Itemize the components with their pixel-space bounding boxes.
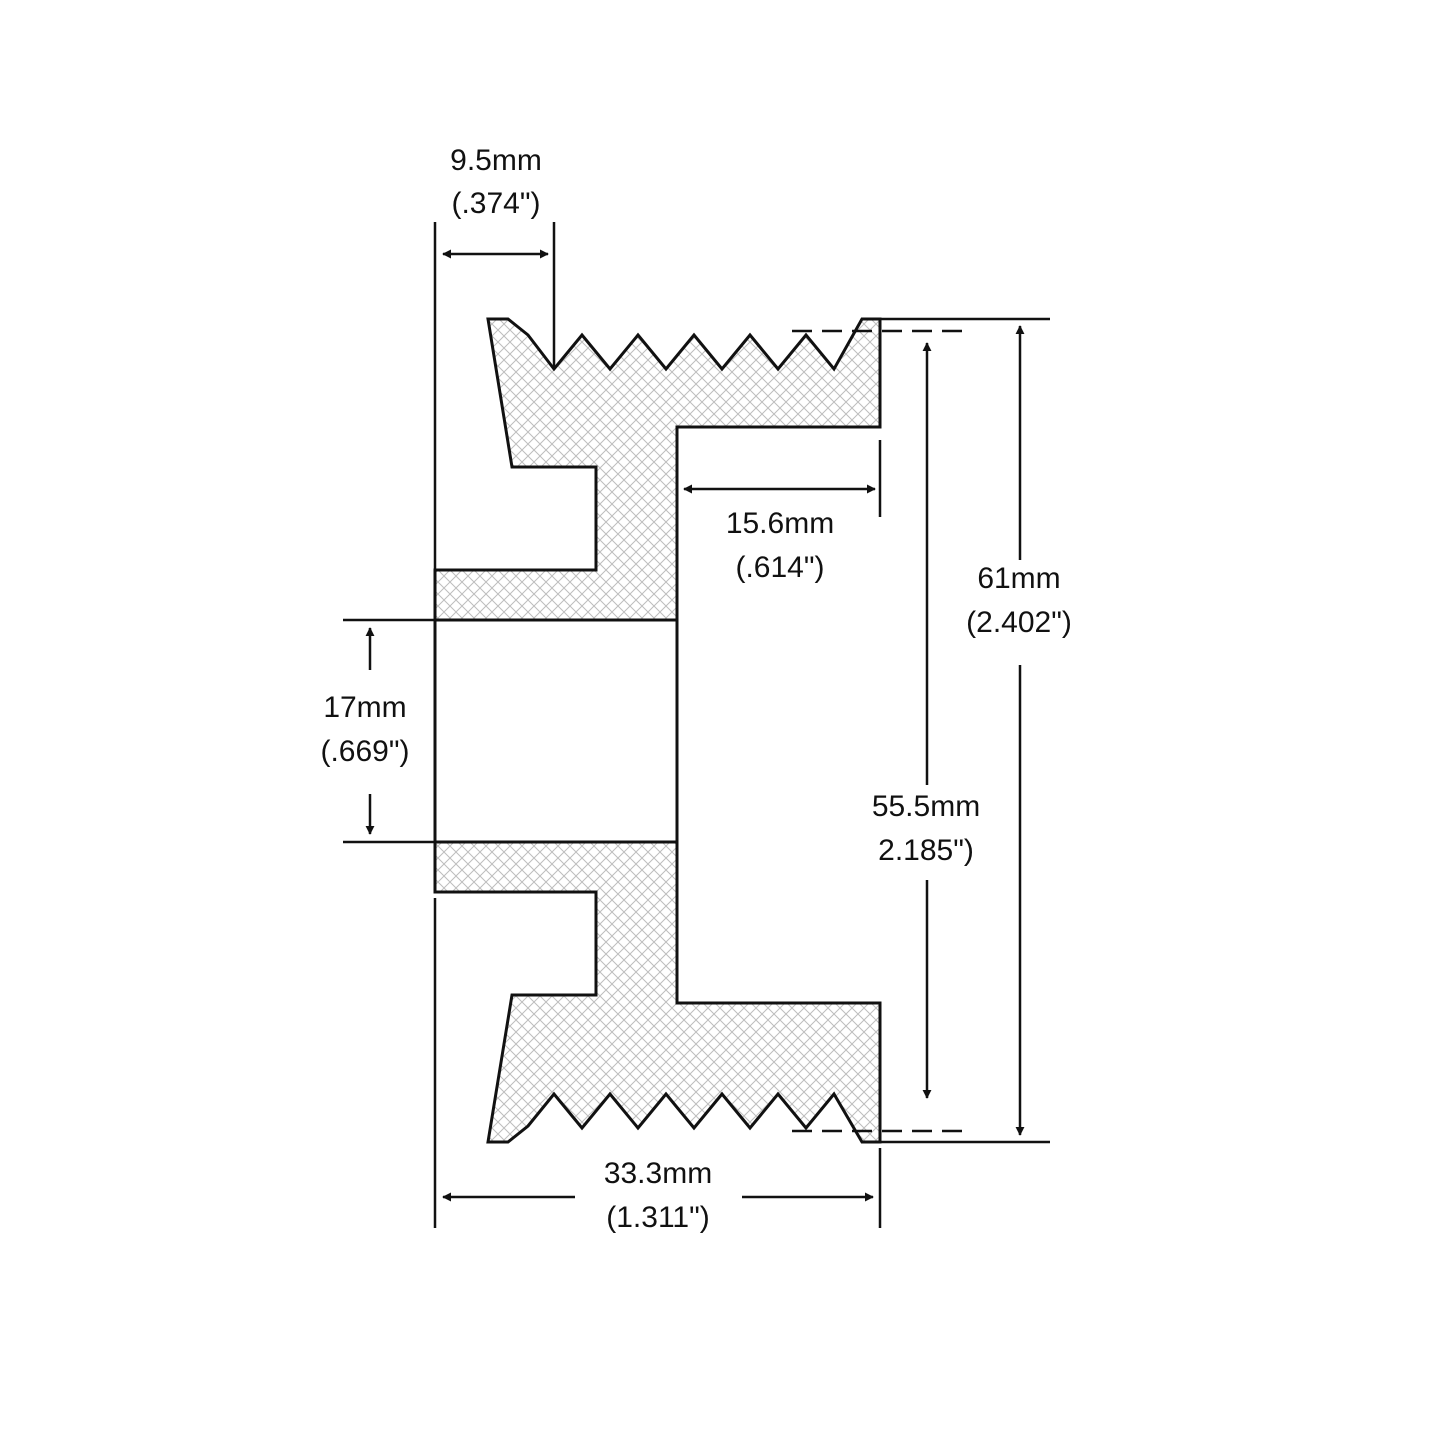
outer-diameter-imperial-label: (2.402") (966, 606, 1072, 639)
bore-diameter-imperial-label: (.669") (320, 735, 409, 768)
groove-offset-metric-label: 9.5mm (450, 144, 542, 177)
hub-depth-imperial-label: (.614") (735, 551, 824, 584)
groove-diameter-metric-label: 55.5mm (872, 790, 980, 823)
pulley-lower-section (433, 840, 882, 1144)
outer-diameter-metric-label: 61mm (977, 562, 1060, 595)
hub-depth-metric-label: 15.6mm (726, 507, 834, 540)
groove-diameter-imperial-label: 2.185") (878, 834, 974, 867)
overall-width-imperial-label: (1.311") (606, 1201, 709, 1234)
overall-width-metric-label: 33.3mm (604, 1157, 712, 1190)
bore-diameter-metric-label: 17mm (323, 691, 406, 724)
groove-offset-imperial-label: (.374") (451, 187, 540, 220)
